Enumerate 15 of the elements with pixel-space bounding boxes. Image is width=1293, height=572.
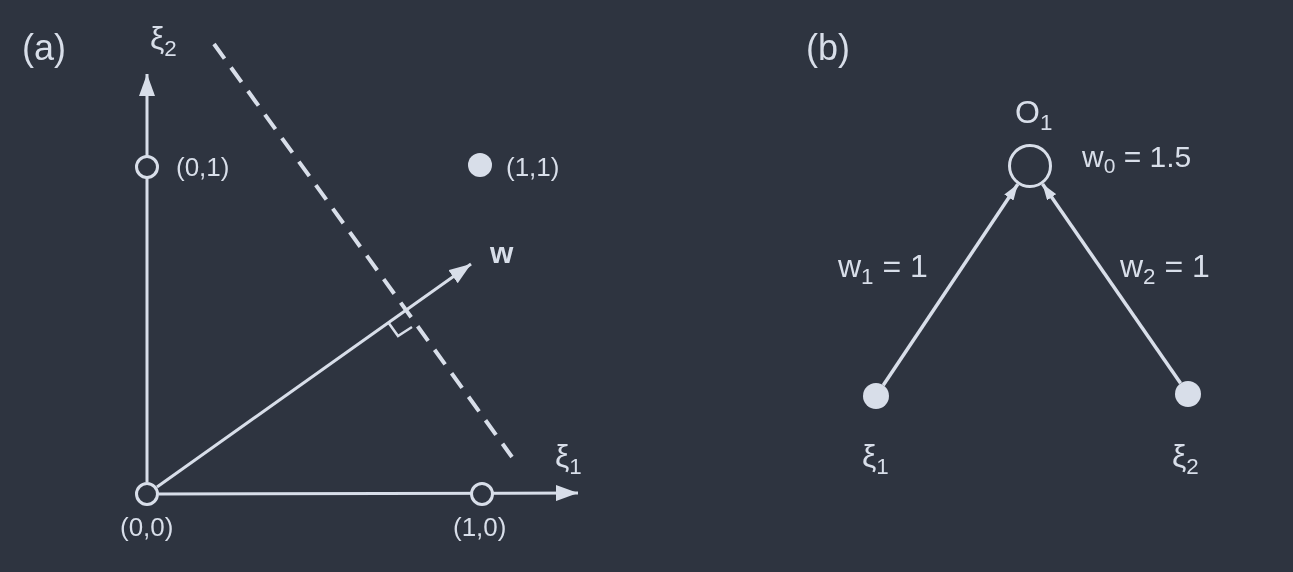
arrow [881,183,1020,387]
point-label: (0,0) [120,514,174,540]
point-label: (1,0) [453,514,507,540]
vector-label: w [490,238,514,268]
axis-label: ξ$_{1}$ [555,440,582,479]
arrow [1041,183,1183,385]
axis-label: ξ$_{2}$ [150,22,177,61]
input-label: ξ$_{1}$ [862,440,889,479]
point-label: (0,1) [176,154,230,180]
node-label: O$_{1}$ [1015,96,1053,135]
bias-label: w$_{0}$ = 1.5 [1082,142,1192,177]
panel-label: (a) [22,30,66,66]
panel-label: (b) [806,30,850,66]
point-label: (1,1) [506,154,560,180]
input-label: ξ$_{2}$ [1172,440,1199,479]
